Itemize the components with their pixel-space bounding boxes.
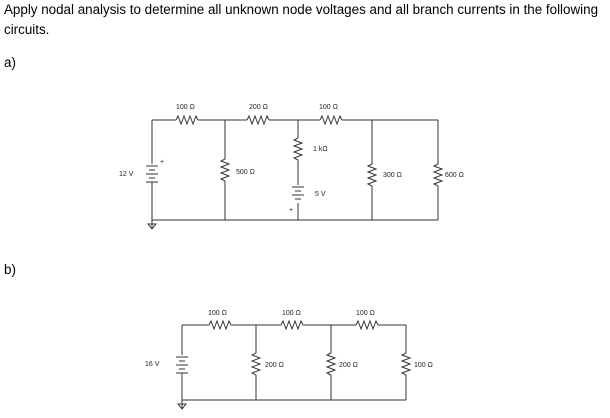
- circuit-a-battery-5v: [292, 186, 304, 200]
- circuit-b-label-top3: 100 Ω: [356, 310, 375, 317]
- circuit-a-resistor-mid: [292, 137, 304, 161]
- circuit-a-label-top3: 100 Ω: [319, 104, 338, 111]
- question-line-1: Apply nodal analysis to determine all un…: [4, 2, 599, 17]
- circuit-a-resistor-top3: [319, 114, 343, 126]
- circuit-b-label-shunt3: 100 Ω: [414, 362, 433, 369]
- circuit-a-battery-12v: [146, 165, 158, 183]
- circuit-a-label-shunt3: 600 Ω: [445, 172, 464, 179]
- circuit-b: 100 Ω 100 Ω 100 Ω 16 V 200 Ω 200 Ω 100 Ω: [145, 310, 433, 410]
- circuit-b-label-top2: 100 Ω: [282, 310, 301, 317]
- circuit-a-label-5v: 5 V: [315, 191, 326, 198]
- circuit-b-resistor-top2: [280, 319, 304, 331]
- circuit-a-resistor-top1: [175, 114, 199, 126]
- circuit-b-ground-icon: [176, 403, 188, 410]
- circuit-a-label-top1: 100 Ω: [176, 104, 195, 111]
- circuit-a-label-top2: 200 Ω: [249, 104, 268, 111]
- circuit-a-resistor-top2: [246, 114, 270, 126]
- question-text: Apply nodal analysis to determine all un…: [4, 0, 608, 40]
- circuit-b-label-source: 16 V: [145, 361, 160, 368]
- circuit-a-resistor-shunt3: [432, 163, 444, 187]
- circuit-a-resistor-shunt1: [219, 158, 231, 182]
- circuit-b-label-shunt2: 200 Ω: [339, 362, 358, 369]
- circuit-a-plus-source: +: [160, 159, 164, 166]
- part-a-label: a): [4, 55, 16, 70]
- circuit-b-resistor-shunt3: [400, 352, 412, 376]
- circuit-b-resistor-top3: [355, 319, 379, 331]
- circuit-b-label-shunt1: 200 Ω: [265, 362, 284, 369]
- circuit-a: 100 Ω 200 Ω 100 Ω 12 V + 500 Ω 1 kΩ 5 V …: [119, 104, 464, 230]
- circuit-a-label-shunt1: 500 Ω: [236, 169, 255, 176]
- circuit-a-label-shunt2: 300 Ω: [383, 172, 402, 179]
- circuit-a-resistor-shunt2: [366, 163, 378, 187]
- part-b-label: b): [4, 262, 16, 277]
- circuit-a-label-mid: 1 kΩ: [313, 146, 328, 153]
- circuit-b-resistor-top1: [208, 319, 232, 331]
- question-line-2: circuits.: [4, 22, 50, 37]
- circuit-b-label-top1: 100 Ω: [208, 310, 227, 317]
- circuit-b-resistor-shunt2: [325, 352, 337, 376]
- circuit-b-resistor-shunt1: [250, 352, 262, 376]
- circuit-a-ground-icon: [146, 223, 158, 230]
- circuit-a-plus-5v: +: [289, 207, 293, 214]
- circuit-b-battery-16v: [176, 356, 188, 374]
- circuit-a-label-source: 12 V: [119, 171, 134, 178]
